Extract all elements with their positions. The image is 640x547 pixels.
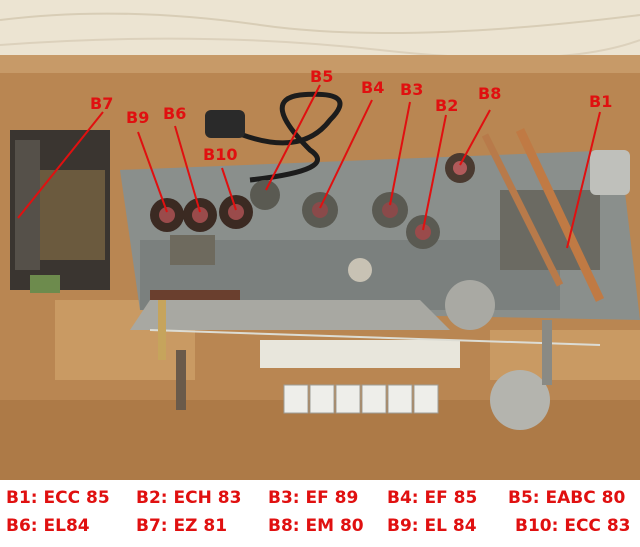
callout-b7: B7 (90, 94, 114, 113)
chassis-photo (0, 0, 640, 480)
tube-legend: B1: ECC 85 B2: ECH 83 B3: EF 89 B4: EF 8… (0, 480, 640, 547)
legend-b9: B9: EL 84 (387, 516, 477, 536)
callout-b10: B10 (203, 145, 238, 164)
legend-b6: B6: EL84 (6, 516, 90, 536)
callout-b9: B9 (126, 108, 150, 127)
callout-b6: B6 (163, 104, 187, 123)
legend-b5: B5: EABC 80 (508, 488, 626, 508)
callout-b3: B3 (400, 80, 424, 99)
legend-b3: B3: EF 89 (268, 488, 359, 508)
legend-b2: B2: ECH 83 (136, 488, 242, 508)
callout-b4: B4 (361, 78, 385, 97)
legend-b1: B1: ECC 85 (6, 488, 110, 508)
callout-b1: B1 (589, 92, 613, 111)
legend-b10: B10: ECC 83 (515, 516, 631, 536)
legend-b7: B7: EZ 81 (136, 516, 228, 536)
legend-b8: B8: EM 80 (268, 516, 364, 536)
callout-b5: B5 (310, 67, 334, 86)
callout-b8: B8 (478, 84, 502, 103)
legend-b4: B4: EF 85 (387, 488, 478, 508)
callout-b2: B2 (435, 96, 459, 115)
